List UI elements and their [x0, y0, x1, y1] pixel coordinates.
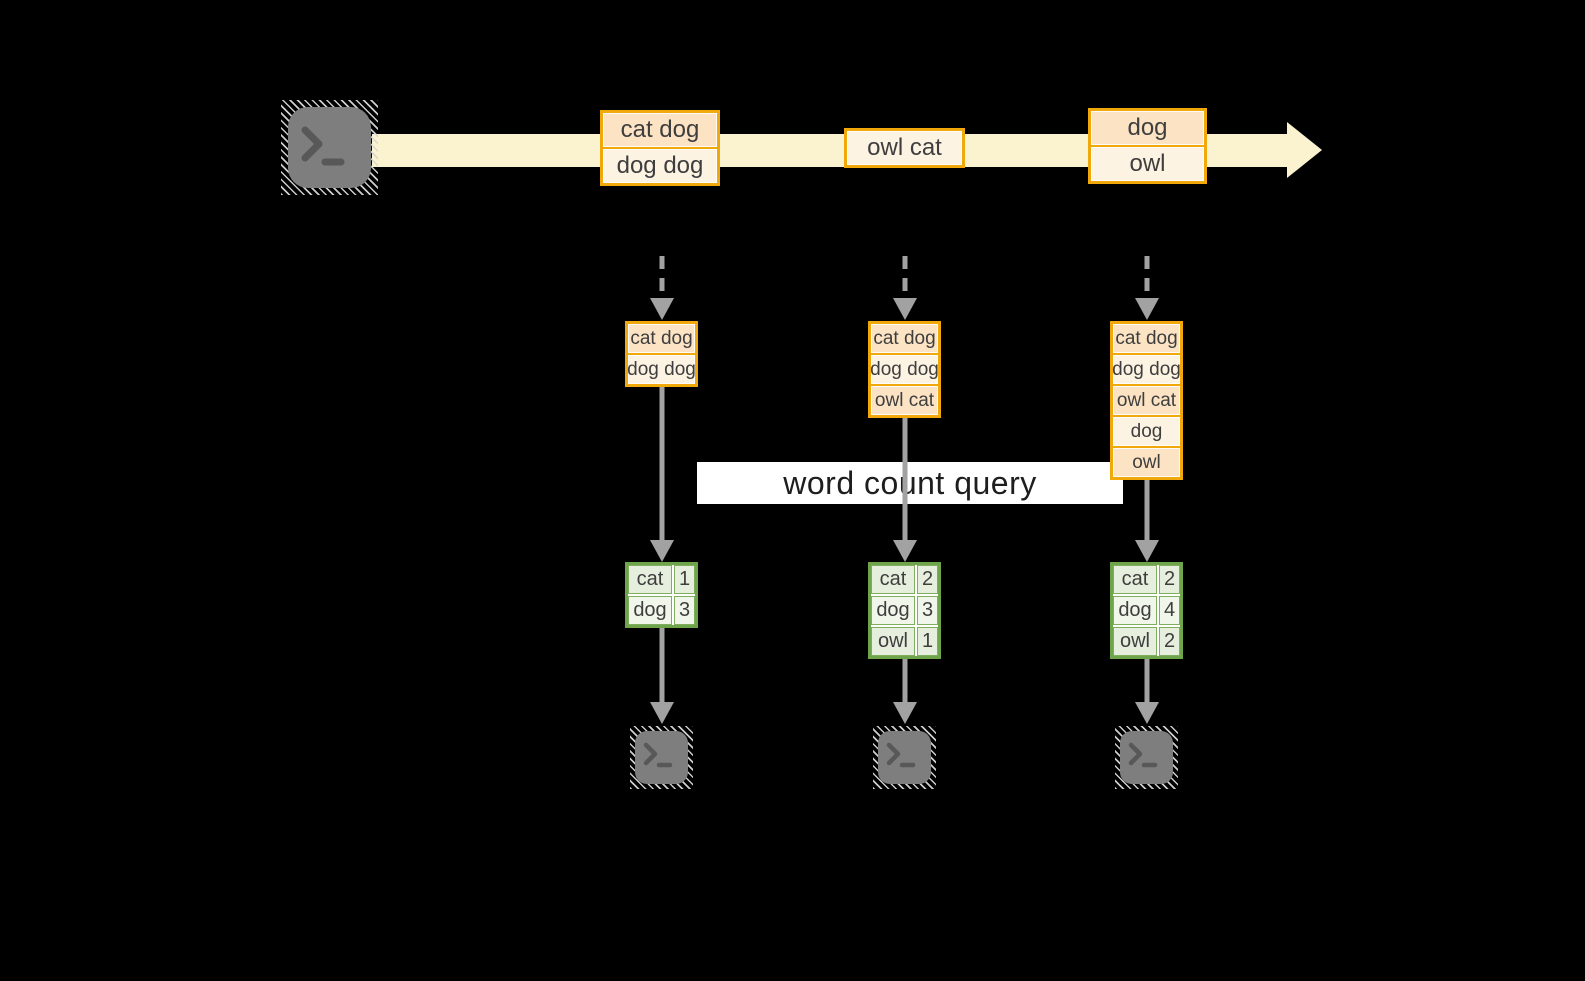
sink-terminal-icon-1: [630, 726, 693, 789]
dashed-arrow-2: [893, 256, 917, 320]
result-count: 2: [1159, 565, 1180, 594]
state-row: cat dog: [871, 324, 938, 353]
state-row: cat dog: [1113, 324, 1180, 353]
result-table-3: cat 2 dog 4 owl 2: [1110, 562, 1183, 659]
query-arrow-3: [1135, 479, 1159, 562]
result-word: dog: [1113, 596, 1157, 625]
stream-batch-3: dog owl: [1088, 108, 1207, 184]
state-row: owl: [1113, 448, 1180, 477]
terminal-prompt-icon: [643, 742, 673, 768]
result-table-2: cat 2 dog 3 owl 1: [868, 562, 941, 659]
result-word: dog: [628, 596, 672, 625]
terminal-prompt-icon: [301, 126, 345, 166]
result-word: owl: [1113, 627, 1157, 656]
terminal-prompt-icon: [886, 742, 916, 768]
state-row: cat dog: [628, 324, 695, 353]
sink-terminal-icon-2: [873, 726, 936, 789]
result-word: cat: [871, 565, 915, 594]
query-arrow-2: [893, 417, 917, 562]
sink-arrow-3: [1135, 658, 1159, 724]
sink-terminal-icon-3: [1115, 726, 1178, 789]
query-label: word count query: [783, 464, 1037, 501]
state-row: dog dog: [1112, 355, 1181, 384]
result-word: dog: [871, 596, 915, 625]
result-table-1: cat 1 dog 3: [625, 562, 698, 628]
stream-message: owl cat: [847, 131, 962, 165]
stream-batch-2: owl cat: [844, 128, 965, 168]
sink-arrow-2: [893, 658, 917, 724]
result-count: 1: [674, 565, 695, 594]
dashed-arrow-1: [650, 256, 674, 320]
source-terminal-icon: [281, 100, 378, 195]
result-count: 1: [917, 627, 938, 656]
stream-message: owl: [1091, 147, 1204, 181]
state-stack-1: cat dog dog dog: [625, 321, 698, 387]
query-arrow-1: [650, 386, 674, 562]
stream-message: dog: [1091, 111, 1204, 145]
stream-arrow-head: [1287, 122, 1322, 178]
state-row: dog: [1113, 417, 1180, 446]
sink-arrow-1: [650, 627, 674, 724]
query-banner: word count query: [697, 462, 1123, 504]
terminal-prompt-icon: [1128, 742, 1158, 768]
state-stack-2: cat dog dog dog owl cat: [868, 321, 941, 418]
stream-batch-1: cat dog dog dog: [600, 110, 720, 186]
stream-message: cat dog: [603, 113, 717, 147]
result-word: owl: [871, 627, 915, 656]
state-row: owl cat: [871, 386, 938, 415]
result-word: cat: [1113, 565, 1157, 594]
result-count: 2: [917, 565, 938, 594]
result-count: 2: [1159, 627, 1180, 656]
state-row: dog dog: [627, 355, 696, 384]
result-word: cat: [628, 565, 672, 594]
dashed-arrow-3: [1135, 256, 1159, 320]
result-count: 4: [1159, 596, 1180, 625]
state-stack-3: cat dog dog dog owl cat dog owl: [1110, 321, 1183, 480]
result-count: 3: [917, 596, 938, 625]
stream-message: dog dog: [603, 149, 717, 183]
result-count: 3: [674, 596, 695, 625]
state-row: owl cat: [1113, 386, 1180, 415]
state-row: dog dog: [870, 355, 939, 384]
